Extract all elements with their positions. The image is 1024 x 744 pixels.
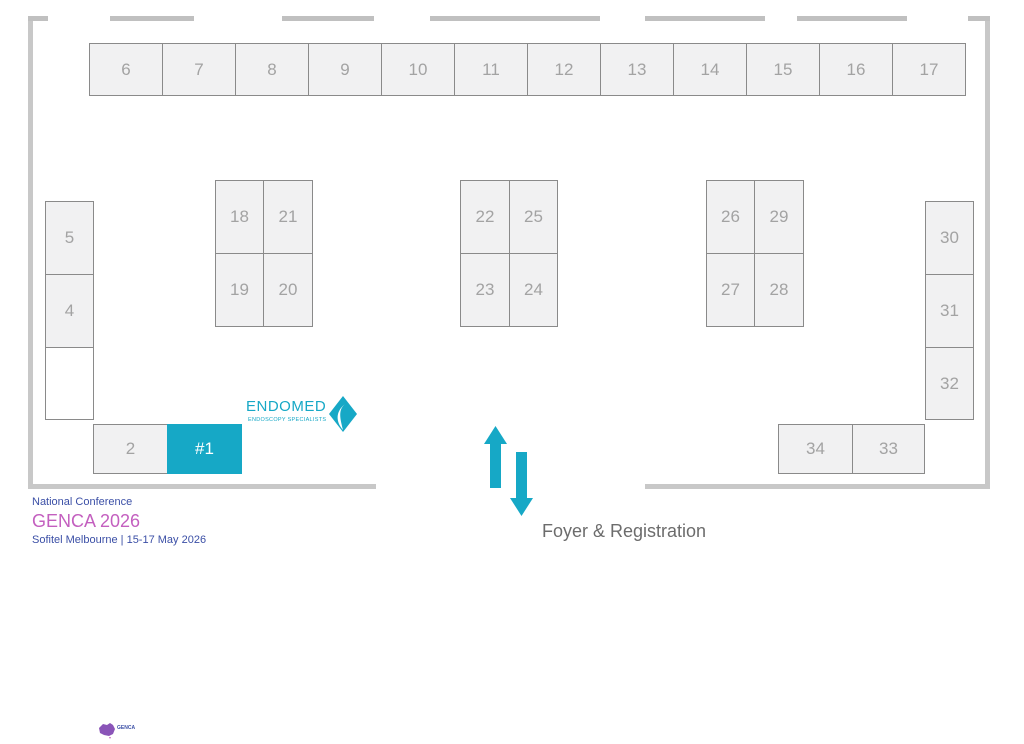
booth-24[interactable]: 24	[509, 253, 558, 327]
wall-right	[985, 18, 990, 488]
wall-top-segment	[430, 16, 600, 21]
booth-7[interactable]: 7	[162, 43, 236, 96]
genca-logo-icon: GENCA	[97, 721, 139, 739]
booth-19[interactable]: 19	[215, 253, 264, 327]
booth-22[interactable]: 22	[460, 180, 510, 254]
booth-15[interactable]: 15	[746, 43, 820, 96]
booth-2[interactable]: 2	[93, 424, 168, 474]
wall-bottom-left	[28, 484, 376, 489]
wall-top-segment	[797, 16, 907, 21]
booth-26[interactable]: 26	[706, 180, 755, 254]
australia-map-icon	[99, 723, 115, 739]
endomed-logo: ENDOMED ENDOSCOPY SPECIALISTS	[246, 396, 364, 436]
booth-21[interactable]: 21	[263, 180, 313, 254]
booth-4[interactable]: 4	[45, 274, 94, 348]
booth-12[interactable]: 12	[527, 43, 601, 96]
wall-top-segment	[110, 16, 194, 21]
booth-6[interactable]: 6	[89, 43, 163, 96]
booth-32[interactable]: 32	[925, 347, 974, 420]
booth-25[interactable]: 25	[509, 180, 558, 254]
wall-top-segment	[645, 16, 765, 21]
booth-13[interactable]: 13	[600, 43, 674, 96]
booth-28[interactable]: 28	[754, 253, 804, 327]
genca-logo-text: GENCA	[117, 725, 136, 731]
booth-30[interactable]: 30	[925, 201, 974, 275]
booth-8[interactable]: 8	[235, 43, 309, 96]
floor-plan: 6 7 8 9 10 11 12 13 14 15 16 17 5 4 GENC…	[28, 16, 990, 739]
conference-label: National Conference	[32, 496, 133, 508]
booth-11[interactable]: 11	[454, 43, 528, 96]
wall-top-segment	[282, 16, 374, 21]
booth-34[interactable]: 34	[778, 424, 853, 474]
booth-23[interactable]: 23	[460, 253, 510, 327]
wall-top-segment	[28, 16, 48, 21]
booth-3-genca[interactable]: GENCA	[45, 347, 135, 739]
booth-10[interactable]: 10	[381, 43, 455, 96]
endomed-logo-tagline: ENDOSCOPY SPECIALISTS	[248, 417, 327, 423]
booth-1-sold[interactable]: #1	[167, 424, 242, 474]
booth-14[interactable]: 14	[673, 43, 747, 96]
conference-name: GENCA 2026	[32, 511, 141, 531]
wall-left	[28, 18, 33, 488]
booth-27[interactable]: 27	[706, 253, 755, 327]
wall-top-segment	[968, 16, 990, 21]
booth-20[interactable]: 20	[263, 253, 313, 327]
up-arrow-icon	[484, 426, 507, 488]
booth-33[interactable]: 33	[852, 424, 925, 474]
conference-venue-dates: Sofitel Melbourne | 15-17 May 2026	[32, 534, 207, 546]
booth-31[interactable]: 31	[925, 274, 974, 348]
booth-5[interactable]: 5	[45, 201, 94, 275]
endomed-logo-text: ENDOMED	[246, 398, 327, 415]
booth-16[interactable]: 16	[819, 43, 893, 96]
booth-9[interactable]: 9	[308, 43, 382, 96]
down-arrow-icon	[510, 452, 533, 516]
foyer-registration-label: Foyer & Registration	[542, 521, 707, 541]
booth-17[interactable]: 17	[892, 43, 966, 96]
endomed-logo-icon	[329, 396, 357, 432]
entry-flow-arrows	[484, 426, 533, 516]
booth-18[interactable]: 18	[215, 180, 264, 254]
wall-bottom-right	[645, 484, 990, 489]
booth-29[interactable]: 29	[754, 180, 804, 254]
